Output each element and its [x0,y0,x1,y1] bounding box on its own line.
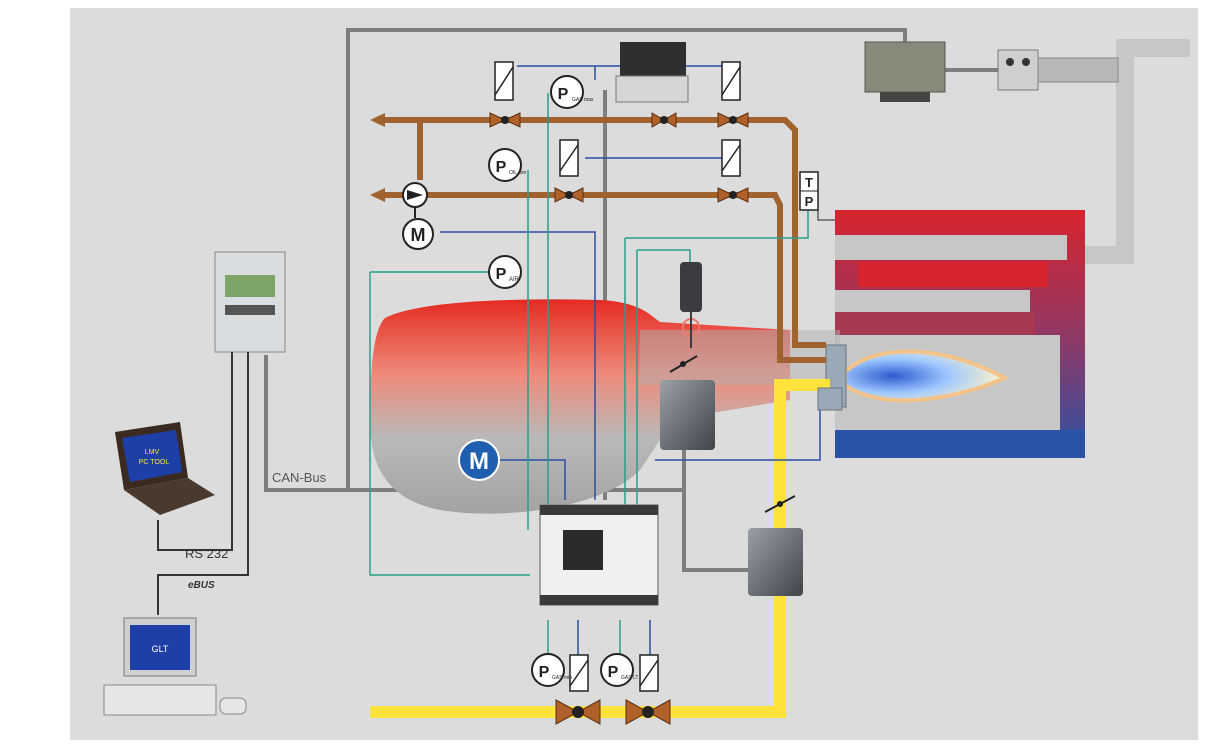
svg-text:P: P [539,664,550,681]
svg-text:LMV: LMV [145,449,160,456]
can-bus-top [346,28,907,490]
gas-actuator [748,528,803,596]
svg-text:OIL min: OIL min [509,170,527,176]
oil-return-line [378,117,826,348]
flame [843,349,1010,403]
sig-blue-fan-motor [496,459,566,500]
sig-blue-pump-motor [440,231,596,500]
exhaust-flue [1085,39,1190,264]
oil-supply-arrow [370,188,385,202]
svg-text:GAS min: GAS min [552,675,572,681]
sig-green-tp [625,210,809,239]
green-signal-lines [369,93,809,670]
valve-oil-2 [721,61,741,101]
laptop: LMV PC TOOL [115,422,215,515]
svg-text:P: P [558,86,569,103]
svg-text:GAS max: GAS max [572,97,594,103]
oil-pump [402,182,428,218]
pump-motor-label: M [411,225,426,245]
lmv-burner-controller [539,504,659,606]
display-control-box [864,41,946,102]
ignition-unit [817,387,843,411]
oil-return-arrow [370,113,385,127]
sig-green-flame-det [637,249,691,262]
svg-text:T: T [805,175,813,190]
gas-valve-1-core [572,706,584,718]
solenoid-valves [494,61,741,692]
valve-oil-4 [721,139,741,177]
valve-oil-1 [494,61,514,101]
valve-gas-2 [639,654,659,692]
pressure-switch-oil-min: P OIL min [488,148,527,182]
svg-text:P: P [608,664,619,681]
flame-detector [680,262,702,348]
svg-text:GLT: GLT [152,644,169,654]
svg-text:P: P [496,266,507,283]
pressure-switch-gas-min: P GAS min [531,653,572,687]
svg-text:PC TOOL: PC TOOL [139,459,170,466]
svg-text:AIR: AIR [509,277,520,283]
air-damper [669,355,698,373]
temperature-pressure-sensor: T P [799,171,835,221]
fan-motor-label: M [469,448,489,475]
oil-lines [378,117,826,363]
valve-bodies [489,112,749,725]
boiler [835,210,1085,458]
can-bus-label: CAN-Bus [272,470,327,485]
display-cables [157,352,249,615]
pressure-switch-air: P AIR [488,255,522,289]
pressure-switch-gas-max: P GAS max [550,75,594,109]
valve-oil-3 [559,139,579,177]
ebus-label: eBUS [188,580,215,591]
valve-gas-1 [569,654,589,692]
pressure-switch-gas-lt: P GAS LT [600,653,638,687]
gas-damper [764,495,796,513]
svg-text:P: P [805,194,814,209]
svg-text:GAS LT: GAS LT [621,675,638,681]
operator-display-unit [214,251,286,353]
svg-text:P: P [496,159,507,176]
pump-motor: M [402,218,434,250]
air-actuator [660,380,715,450]
oil-supply-line [378,192,826,363]
oil-actuator [615,42,689,103]
can-bus-gas-actuator [682,450,755,572]
gas-valve-2-core [642,706,654,718]
sig-blue-ignition [655,400,821,461]
fan-motor: M [458,439,500,481]
flame-detector-unit [997,49,1119,91]
pc-terminal: GLT [103,617,247,716]
sig-green-air [369,272,530,576]
rs232-label: RS 232 [185,546,228,561]
